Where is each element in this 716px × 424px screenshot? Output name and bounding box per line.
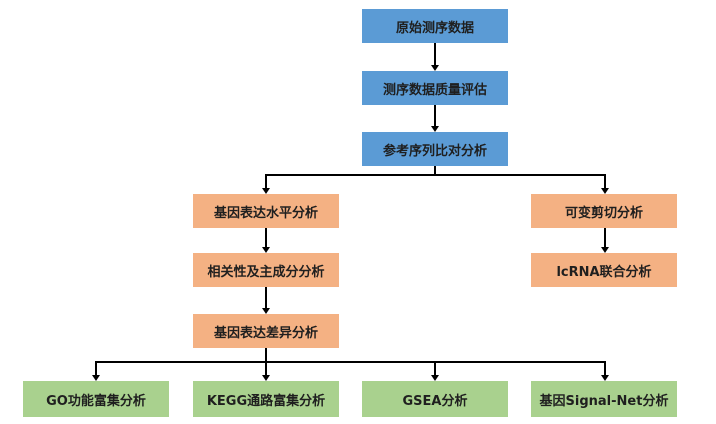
- arrowhead: [601, 247, 609, 253]
- node-diff-expression: 基因表达差异分析: [193, 314, 339, 348]
- node-label: 参考序列比对分析: [382, 143, 487, 159]
- node-label: 可变剪切分析: [564, 205, 643, 221]
- node-label: 基因表达水平分析: [213, 205, 318, 221]
- connector-line: [604, 174, 606, 188]
- connector-line: [265, 174, 606, 176]
- node-kegg: KEGG通路富集分析: [193, 381, 339, 417]
- node-expression: 基因表达水平分析: [193, 194, 339, 228]
- connector-line: [434, 166, 436, 175]
- arrowhead: [262, 247, 270, 253]
- connector-line: [265, 174, 267, 188]
- arrowhead: [431, 65, 439, 71]
- node-label: 原始测序数据: [395, 20, 474, 36]
- arrowhead: [601, 188, 609, 194]
- node-label: GSEA分析: [402, 393, 468, 409]
- arrowhead: [431, 126, 439, 132]
- node-signal-net: 基因Signal-Net分析: [531, 381, 677, 417]
- node-splicing: 可变剪切分析: [531, 194, 677, 228]
- connector-line: [434, 43, 436, 65]
- connector-line: [434, 105, 436, 126]
- node-label: 基因Signal-Net分析: [539, 393, 669, 409]
- arrowhead: [262, 308, 270, 314]
- node-lncrna: lcRNA联合分析: [531, 253, 677, 287]
- arrowhead: [262, 188, 270, 194]
- arrowhead: [431, 375, 439, 381]
- node-go: GO功能富集分析: [23, 381, 169, 417]
- connector-line: [434, 361, 436, 375]
- connector-line: [265, 287, 267, 308]
- node-label: 基因表达差异分析: [213, 325, 318, 341]
- connector-line: [95, 361, 97, 375]
- node-quality: 测序数据质量评估: [362, 71, 508, 105]
- arrowhead: [262, 375, 270, 381]
- node-raw-data: 原始测序数据: [362, 9, 508, 43]
- node-label: 测序数据质量评估: [382, 82, 487, 98]
- node-label: GO功能富集分析: [46, 393, 146, 409]
- node-gsea: GSEA分析: [362, 381, 508, 417]
- arrowhead: [92, 375, 100, 381]
- connector-line: [604, 361, 606, 375]
- connector-line: [265, 228, 267, 247]
- node-label: KEGG通路富集分析: [206, 393, 326, 409]
- connector-line: [265, 361, 267, 375]
- node-correlation-pca: 相关性及主成分分析: [193, 253, 339, 287]
- node-label: 相关性及主成分分析: [207, 264, 325, 280]
- node-label: lcRNA联合分析: [556, 264, 652, 280]
- connector-line: [604, 228, 606, 247]
- connector-line: [95, 361, 606, 363]
- connector-line: [265, 348, 267, 362]
- arrowhead: [601, 375, 609, 381]
- node-alignment: 参考序列比对分析: [362, 132, 508, 166]
